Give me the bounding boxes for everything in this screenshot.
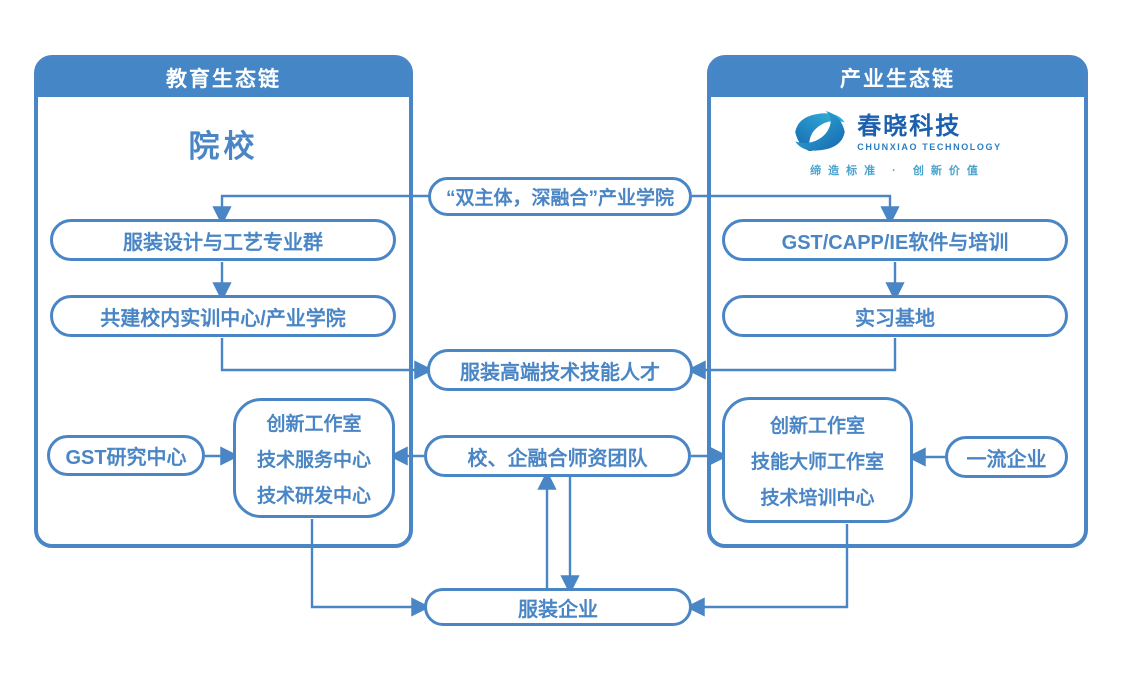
node-innovation-center-right: 创新工作室 技能大师工作室 技术培训中心 (722, 397, 913, 523)
innovation-left-line2: 技术服务中心 (256, 449, 371, 471)
chunxiao-logo-icon (793, 111, 847, 156)
logo-slogan: 缔造标准 · 创新价值 (810, 165, 985, 177)
connector-training-center-to-talent (220, 338, 434, 380)
node-industry-college: “双主体，深融合”产业学院 (428, 177, 692, 216)
education-chain-header: 教育生态链 (38, 59, 409, 97)
education-chain-panel: 教育生态链 院校 (34, 55, 413, 548)
innovation-right-line1: 创新工作室 (769, 415, 865, 437)
node-talent: 服装高端技术技能人才 (427, 349, 693, 391)
college-title: 院校 (188, 129, 259, 164)
innovation-right-line2: 技能大师工作室 (750, 451, 884, 473)
connector-industry-college-to-major-group (212, 194, 430, 226)
node-teacher-team: 校、企融合师资团队 (424, 435, 691, 477)
connector-internship-base-to-talent (686, 338, 897, 380)
industry-chain-panel: 产业生态链 (707, 55, 1088, 548)
logo-subtitle: CHUNXIAO TECHNOLOGY (857, 142, 1002, 152)
innovation-left-line1: 创新工作室 (266, 413, 362, 435)
industry-chain-header: 产业生态链 (711, 59, 1084, 97)
innovation-right-line3: 技术培训中心 (760, 487, 875, 509)
company-logo: 春晓科技 CHUNXIAO TECHNOLOGY 缔造标准 · 创新价值 (711, 111, 1084, 177)
node-innovation-center-left: 创新工作室 技术服务中心 技术研发中心 (233, 398, 395, 518)
node-internship-base: 实习基地 (722, 295, 1068, 337)
connector-innovation-right-to-garment (685, 524, 849, 617)
node-major-group: 服装设计与工艺专业群 (50, 219, 396, 261)
node-gst-research: GST研究中心 (47, 435, 205, 476)
logo-name: 春晓科技 (857, 113, 962, 140)
connector-industry-college-to-software-training (692, 194, 900, 226)
node-garment-enterprise: 服装企业 (424, 588, 692, 626)
connector-innovation-left-to-garment (310, 519, 431, 617)
node-software-training: GST/CAPP/IE软件与培训 (722, 219, 1068, 261)
innovation-left-line3: 技术研发中心 (256, 485, 371, 507)
node-first-class-enterprise: 一流企业 (945, 436, 1068, 478)
node-training-center: 共建校内实训中心/产业学院 (50, 295, 396, 337)
